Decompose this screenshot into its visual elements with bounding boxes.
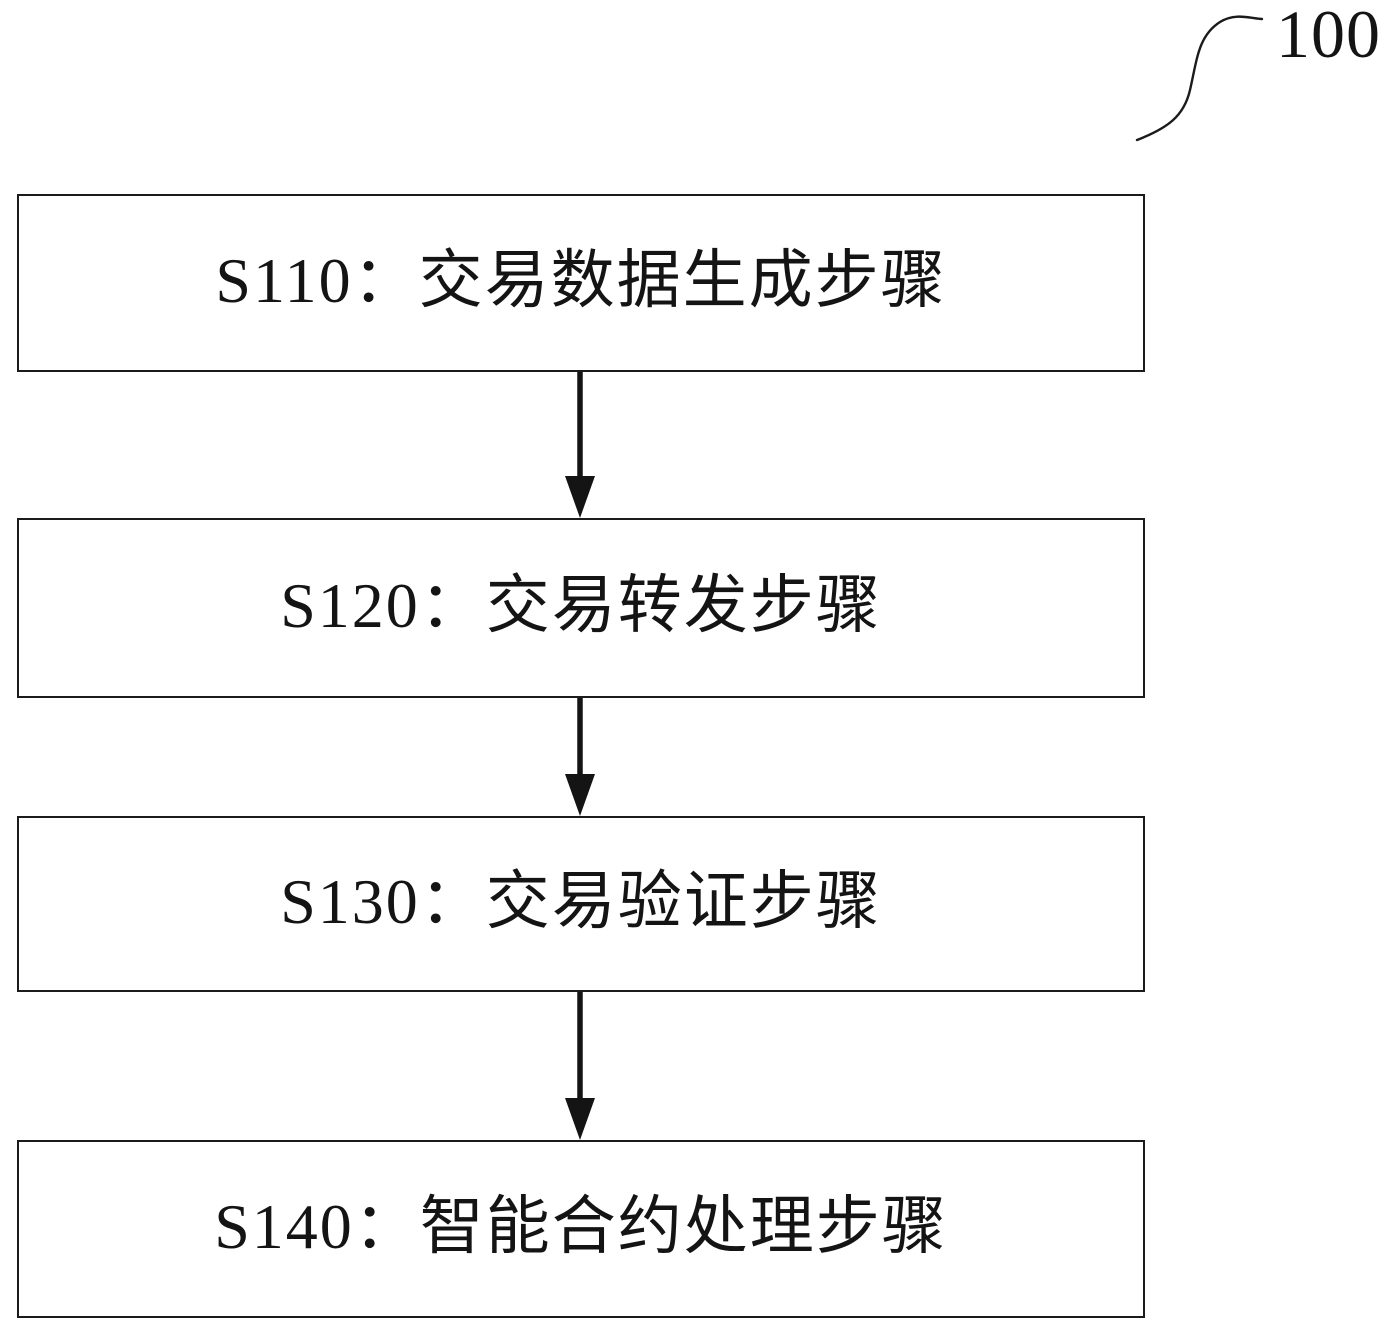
- step-box-s110: S110：交易数据生成步骤: [17, 194, 1145, 372]
- down-arrow-2: [565, 698, 595, 816]
- step-box-s120: S120：交易转发步骤: [17, 518, 1145, 698]
- step-box-s130: S130：交易验证步骤: [17, 816, 1145, 992]
- figure-reference-number: 100: [1276, 0, 1381, 72]
- step-label-s130: S130：交易验证步骤: [280, 866, 882, 937]
- step-label-s140: S140：智能合约处理步骤: [214, 1191, 948, 1262]
- step-label-s110: S110：交易数据生成步骤: [215, 245, 947, 316]
- step-label-s120: S120：交易转发步骤: [280, 570, 882, 641]
- reference-leader-line: [1135, 15, 1264, 142]
- step-box-s140: S140：智能合约处理步骤: [17, 1140, 1145, 1318]
- down-arrow-1: [565, 372, 595, 518]
- down-arrow-3: [565, 992, 595, 1140]
